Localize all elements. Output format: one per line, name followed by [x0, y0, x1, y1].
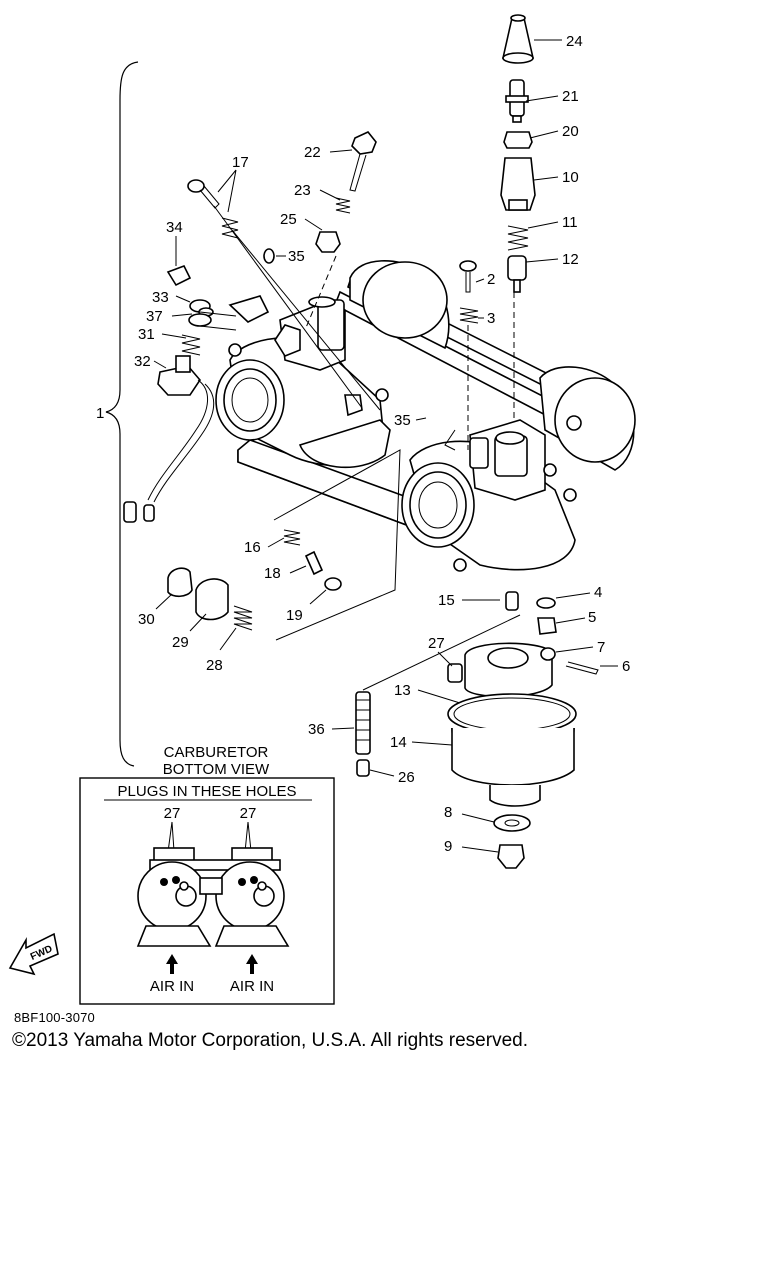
callout-35-top: 35 — [288, 248, 305, 265]
inset-plug-label-left: 27 — [164, 805, 181, 822]
callout-33: 33 — [152, 289, 169, 306]
float-bowl-group — [355, 591, 599, 869]
callout-leaders — [153, 39, 618, 853]
part-20-nut — [503, 131, 533, 149]
choke-parts — [123, 264, 215, 523]
copyright-notice: ©2013 Yamaha Motor Corporation, U.S.A. A… — [12, 1030, 528, 1051]
callout-30: 30 — [138, 611, 155, 628]
part-24-cap — [502, 17, 534, 59]
callout-22: 22 — [304, 144, 321, 161]
callout-36: 36 — [308, 721, 325, 738]
callout-1: 1 — [96, 405, 104, 422]
callout-8: 8 — [444, 804, 452, 821]
callout-5: 5 — [588, 609, 596, 626]
callout-15: 15 — [438, 592, 455, 609]
callout-labels: 24 21 20 10 11 12 2 3 22 23 25 17 34 35 … — [96, 33, 630, 855]
callout-4: 4 — [594, 584, 602, 601]
callout-2: 2 — [487, 271, 495, 288]
callout-37: 37 — [146, 308, 163, 325]
callout-27: 27 — [428, 635, 445, 652]
valve-parts — [167, 567, 253, 631]
air-in-left: AIR IN — [150, 978, 194, 995]
callout-26: 26 — [398, 769, 415, 786]
needle-jet-stack — [500, 14, 536, 293]
callout-32: 32 — [134, 353, 151, 370]
air-in-arrow-right — [246, 954, 258, 974]
air-in-arrow-left — [166, 954, 178, 974]
callout-10: 10 — [562, 169, 579, 186]
callout-31: 31 — [138, 326, 155, 343]
callout-21: 21 — [562, 88, 579, 105]
callout-23: 23 — [294, 182, 311, 199]
callout-6: 6 — [622, 658, 630, 675]
inset-title-line1: CARBURETOR — [164, 744, 269, 761]
inset-header: PLUGS IN THESE HOLES — [118, 783, 297, 800]
callout-29: 29 — [172, 634, 189, 651]
screw-2-spring-3 — [459, 260, 479, 324]
callout-16: 16 — [244, 539, 261, 556]
callout-17: 17 — [232, 154, 249, 171]
callout-24: 24 — [566, 33, 583, 50]
callout-9: 9 — [444, 838, 452, 855]
diagram-code: 8BF100-3070 — [14, 1010, 95, 1025]
callout-20: 20 — [562, 123, 579, 140]
callout-18: 18 — [264, 565, 281, 582]
part-11-spring — [507, 225, 529, 251]
part-12 — [507, 255, 527, 281]
guide-lines — [199, 205, 521, 691]
callout-28: 28 — [206, 657, 223, 674]
callout-13: 13 — [394, 682, 411, 699]
part-35-top — [263, 248, 275, 264]
callout-19: 19 — [286, 607, 303, 624]
screw-22-spring-23 — [315, 131, 377, 253]
bottom-view-inset: CARBURETOR BOTTOM VIEW PLUGS IN THESE HO… — [79, 744, 335, 1005]
inset-plug-label-right: 27 — [240, 805, 257, 822]
callout-35-mid: 35 — [394, 412, 411, 429]
carburetor-body — [215, 260, 636, 572]
callout-11: 11 — [562, 214, 578, 231]
callout-14: 14 — [390, 734, 407, 751]
assembly-brace — [105, 61, 139, 767]
callout-34: 34 — [166, 219, 183, 236]
callout-25: 25 — [280, 211, 297, 228]
fwd-arrow-icon: FWD — [8, 932, 59, 976]
part-10 — [500, 157, 536, 211]
throttle-parts — [283, 529, 342, 591]
callout-3: 3 — [487, 310, 495, 327]
inset-title-line2: BOTTOM VIEW — [163, 761, 270, 778]
callout-7: 7 — [597, 639, 605, 656]
air-in-right: AIR IN — [230, 978, 274, 995]
callout-12: 12 — [562, 251, 579, 268]
